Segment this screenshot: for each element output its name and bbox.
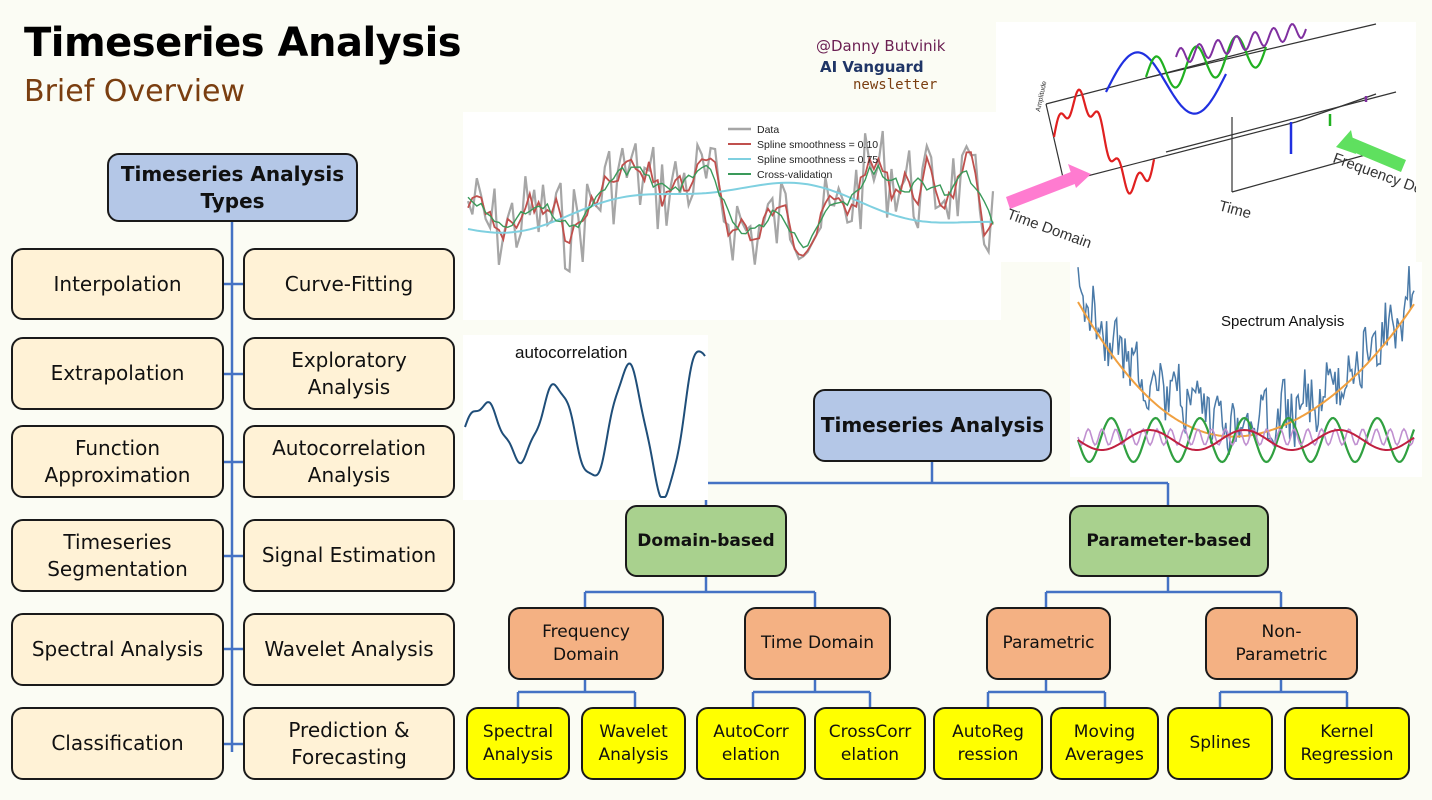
page-title: Timeseries Analysis <box>24 20 462 66</box>
autocorrelation-plot: autocorrelation <box>463 335 708 500</box>
type-spectral-analysis: Spectral Analysis <box>11 613 224 686</box>
type-curve-fitting: Curve-Fitting <box>243 248 455 320</box>
red-component <box>1077 428 1415 451</box>
smoothing-plot-svg: Data Spline smoothness = 0.10 Spline smo… <box>466 124 995 274</box>
red-wave <box>1052 88 1156 195</box>
spectrum-label: Spectrum Analysis <box>1221 313 1344 330</box>
spectrum-label-text: Spectrum Analysis <box>1221 313 1344 330</box>
credit-brand: AI Vanguard <box>820 58 924 76</box>
leaf-crosscorrelation: CrossCorr elation <box>814 707 926 780</box>
pink-arrow-head <box>1068 164 1091 188</box>
purple-component <box>1077 427 1415 447</box>
green-arrow-head <box>1336 130 1356 154</box>
leaf-splines: Splines <box>1167 707 1273 780</box>
type-exploratory-analysis: Exploratory Analysis <box>243 337 455 410</box>
legend-spline-075: Spline smoothness = 0.75 <box>757 154 878 166</box>
leaf-autocorrelation: AutoCorr elation <box>696 707 806 780</box>
time-label: Time <box>1217 197 1253 222</box>
green-component <box>1076 416 1416 464</box>
parametric-box: Parametric <box>986 607 1111 680</box>
domain-figure-svg: Amplitude Time Domain Time Frequency Dom… <box>1005 23 1432 252</box>
credit-handle: @Danny Butvinik <box>816 37 946 55</box>
type-classification: Classification <box>11 707 224 780</box>
purple-wave <box>1175 23 1307 63</box>
leaf-wavelet-analysis: Wavelet Analysis <box>581 707 686 780</box>
analysis-root-box: Timeseries Analysis <box>813 389 1052 462</box>
time-domain-box: Time Domain <box>744 607 891 680</box>
type-interpolation: Interpolation <box>11 248 224 320</box>
cross-validation-line <box>467 163 994 249</box>
page-subtitle: Brief Overview <box>24 74 246 109</box>
smoothing-legend: Data Spline smoothness = 0.10 Spline smo… <box>728 124 878 181</box>
autocorrelation-svg: autocorrelation <box>464 343 706 498</box>
signal-line <box>1077 266 1415 455</box>
type-wavelet-analysis: Wavelet Analysis <box>243 613 455 686</box>
legend-spline-010: Spline smoothness = 0.10 <box>757 139 878 151</box>
smoothing-plot: Data Spline smoothness = 0.10 Spline smo… <box>463 112 1001 320</box>
leaf-spectral-analysis: Spectral Analysis <box>466 707 570 780</box>
type-extrapolation: Extrapolation <box>11 337 224 410</box>
autocorrelation-label: autocorrelation <box>515 343 627 362</box>
leaf-kernel-regression: Kernel Regression <box>1284 707 1410 780</box>
domain-based-box: Domain-based <box>625 505 787 577</box>
parameter-based-box: Parameter-based <box>1069 505 1269 577</box>
non-parametric-box: Non-Parametric <box>1205 607 1358 680</box>
spectrum-svg: Spectrum Analysis <box>1076 266 1416 464</box>
type-autocorrelation-analysis: Autocorrelation Analysis <box>243 425 455 498</box>
autocorrelation-line <box>464 350 706 498</box>
pink-arrow <box>1006 170 1080 209</box>
spectrum-plot: Spectrum Analysis <box>1070 262 1422 477</box>
green-arrow <box>1346 137 1406 172</box>
domain-figure: Amplitude Time Domain Time Frequency Dom… <box>996 22 1432 262</box>
leaf-moving-averages: Moving Averages <box>1050 707 1159 780</box>
legend-data: Data <box>757 124 779 136</box>
leaf-autoregression: AutoReg ression <box>933 707 1043 780</box>
legend-cross-validation: Cross-validation <box>757 169 832 181</box>
type-signal-estimation: Signal Estimation <box>243 519 455 592</box>
credit-suffix: newsletter <box>853 77 938 93</box>
type-timeseries-segmentation: Timeseries Segmentation <box>11 519 224 592</box>
time-domain-label: Time Domain <box>1005 206 1094 252</box>
type-prediction-forecasting: Prediction & Forecasting <box>243 707 455 780</box>
blue-wave <box>1105 51 1227 115</box>
spline-010-line <box>467 151 994 257</box>
green-wave <box>1144 35 1268 89</box>
type-function-approximation: Function Approximation <box>11 425 224 498</box>
data-series-line <box>466 130 995 274</box>
frequency-domain-box: Frequency Domain <box>508 607 664 680</box>
types-root-box: Timeseries Analysis Types <box>107 153 358 222</box>
trend-line <box>1077 301 1415 438</box>
